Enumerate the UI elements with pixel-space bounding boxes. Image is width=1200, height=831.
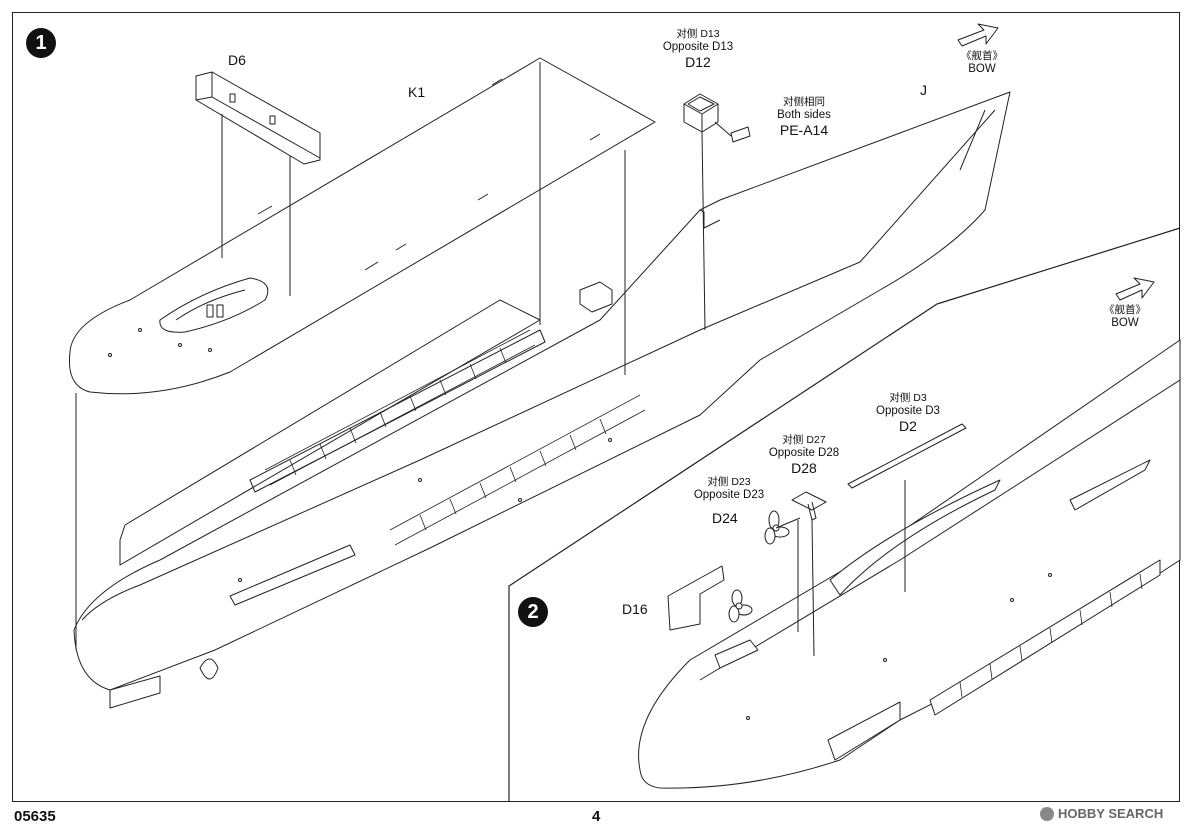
label-d13-zh: 对侧 D13 xyxy=(676,28,720,40)
label-d28-en: Opposite D28 xyxy=(768,446,840,459)
hull-step2 xyxy=(638,339,1181,789)
hull-j xyxy=(73,62,1011,709)
arrow-outline-icon xyxy=(1115,277,1155,301)
part-d28 xyxy=(791,491,827,521)
label-d2: D2 xyxy=(899,418,917,435)
step-number-2: 2 xyxy=(518,597,548,627)
watermark: HOBBY SEARCH xyxy=(1040,806,1163,821)
label-bow-zh: 《舰首》 xyxy=(961,50,1003,62)
label-d6: D6 xyxy=(228,52,246,68)
label-j: J xyxy=(920,82,927,98)
propeller-icon xyxy=(764,510,801,545)
watermark-logo-icon xyxy=(1040,806,1054,821)
product-code: 05635 xyxy=(14,808,56,825)
watermark-text: HOBBY SEARCH xyxy=(1058,806,1164,821)
step-number-1: 1 xyxy=(26,28,56,58)
callout-d2: 对侧 D3 Opposite D3 D2 xyxy=(866,392,950,435)
label-d13-en: Opposite D13 xyxy=(662,40,734,53)
arrow-outline-icon xyxy=(957,23,999,47)
label-d3-zh: 对侧 D3 xyxy=(889,392,927,404)
label-pe-zh: 对侧相同 xyxy=(783,96,825,108)
label-d27-zh: 对侧 D27 xyxy=(782,434,826,446)
label-d16: D16 xyxy=(622,601,648,617)
part-d2 xyxy=(847,423,967,489)
part-d6 xyxy=(195,71,321,296)
label-d3-en: Opposite D3 xyxy=(876,404,940,417)
label-d12: D12 xyxy=(685,54,711,71)
label-pe-a14: PE-A14 xyxy=(779,122,829,139)
label-k1: K1 xyxy=(408,84,426,100)
callout-d12: 对侧 D13 Opposite D13 D12 xyxy=(658,28,738,71)
bow-indicator-2: 《舰首》 BOW xyxy=(1095,304,1155,330)
callout-d24: 对侧 D23 Opposite D23 xyxy=(684,476,774,502)
callout-d28: 对侧 D27 Opposite D28 D28 xyxy=(760,434,848,477)
page-number: 4 xyxy=(592,808,601,825)
label-d24: D24 xyxy=(712,510,738,526)
part-d12 xyxy=(683,93,719,331)
label-d23-en: Opposite D23 xyxy=(693,488,765,501)
callout-pe-a14: 对侧相同 Both sides PE-A14 xyxy=(766,96,842,139)
label-bow-zh: 《舰首》 xyxy=(1104,304,1146,316)
label-bow-en: BOW xyxy=(968,62,996,75)
step2-panel-border xyxy=(508,227,1181,802)
propeller-icon xyxy=(728,589,753,623)
bow-indicator-1: 《舰首》 BOW xyxy=(952,50,1012,76)
part-pe-a14 xyxy=(714,121,751,143)
label-d28: D28 xyxy=(791,460,817,477)
part-d16 xyxy=(667,565,725,631)
label-pe-en: Both sides xyxy=(777,108,831,121)
label-bow-en: BOW xyxy=(1111,316,1139,329)
deck-k1 xyxy=(68,57,656,395)
label-d23-zh: 对侧 D23 xyxy=(707,476,751,488)
